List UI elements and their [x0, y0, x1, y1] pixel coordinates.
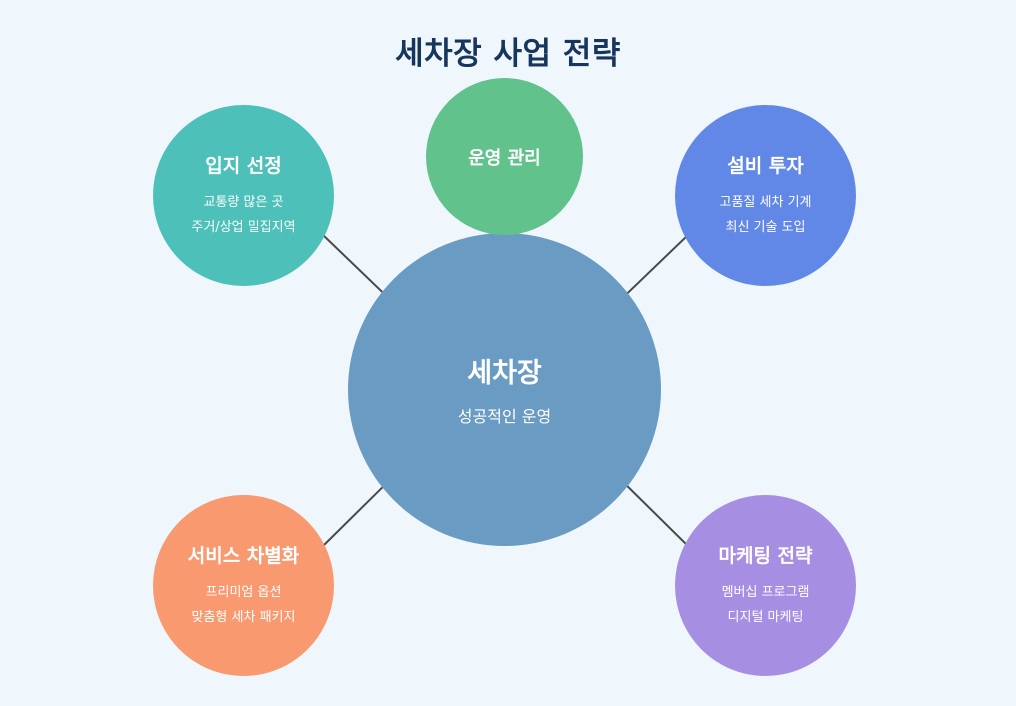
service-detail-1: 프리미엄 옵션	[205, 585, 282, 600]
equipment-detail-1: 고품질 세차 기계	[719, 195, 812, 210]
service-title: 서비스 차별화	[187, 545, 300, 567]
location-detail-2: 주거/상업 밀집지역	[191, 220, 296, 235]
marketing-title: 마케팅 전략	[718, 545, 813, 567]
equipment-detail-2: 최신 기술 도입	[725, 220, 806, 235]
marketing-detail-2: 디지털 마케팅	[727, 610, 804, 625]
service-detail-2: 맞춤형 세차 패키지	[191, 610, 296, 625]
center-node: 세차장 성공적인 운영	[348, 233, 661, 546]
location-detail-1: 교통량 많은 곳	[203, 195, 284, 210]
location-node: 입지 선정 교통량 많은 곳 주거/상업 밀집지역	[153, 105, 334, 286]
center-subtitle: 성공적인 운영	[457, 406, 552, 426]
operations-node: 운영 관리	[426, 78, 583, 235]
location-title: 입지 선정	[205, 155, 282, 177]
diagram-title: 세차장 사업 전략	[395, 36, 621, 72]
marketing-node: 마케팅 전략 멤버십 프로그램 디지털 마케팅	[675, 495, 856, 676]
marketing-detail-1: 멤버십 프로그램	[721, 585, 810, 600]
equipment-title: 설비 투자	[727, 155, 804, 177]
service-node: 서비스 차별화 프리미엄 옵션 맞춤형 세차 패키지	[153, 495, 334, 676]
operations-title: 운영 관리	[468, 147, 541, 169]
center-title: 세차장	[467, 357, 542, 389]
equipment-node: 설비 투자 고품질 세차 기계 최신 기술 도입	[675, 105, 856, 286]
